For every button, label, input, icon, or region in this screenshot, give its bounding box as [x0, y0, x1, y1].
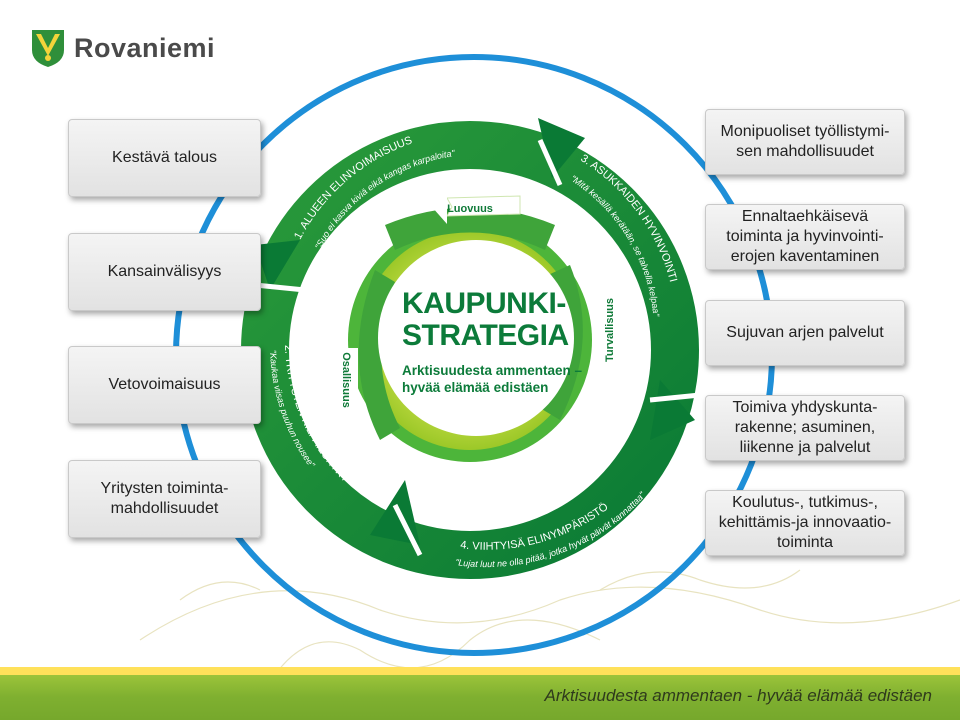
core-circle: [378, 240, 574, 436]
value-arrow-luovuus: [432, 190, 521, 224]
brand-name: Rovaniemi: [74, 32, 216, 63]
left-box-vetovoimaisuus: Vetovoimaisuus: [68, 346, 261, 424]
right-box-sujuvan-arjen: Sujuvan arjen palvelut: [705, 300, 905, 366]
core-subtitle: Arktisuudesta ammentaen – hyvää elämää e…: [402, 363, 583, 395]
right-box-koulutus: Koulutus-, tutkimus-, kehittämis-ja inno…: [705, 490, 905, 556]
outer-green-ring: [241, 121, 699, 579]
ring-separators: [254, 138, 701, 557]
left-box-kestava-talous: Kestävä talous: [68, 119, 261, 197]
left-box-yritysten-toimintamahdollisuudet: Yritysten toiminta- mahdollisuudet: [68, 460, 261, 538]
value-label-luovuus: Luovuus: [447, 203, 493, 215]
left-box-kansainvalisyys: Kansainvälisyys: [68, 233, 261, 311]
right-box-tyollistyminen: Monipuoliset työllistymi- sen mahdollisu…: [705, 109, 905, 175]
value-arrow-turvallisuus: [590, 284, 626, 360]
arrowhead-left-top: [255, 240, 300, 290]
value-label-turvallisuus: Turvallisuus: [604, 298, 616, 362]
value-arrow-osallisuus: [330, 348, 366, 428]
right-box-yhdyskuntarakenne: Toimiva yhdyskunta- rakenne; asuminen, l…: [705, 395, 905, 461]
core-title: KAUPUNKI- STRATEGIA: [402, 287, 569, 352]
coat-of-arms-icon: [32, 30, 64, 67]
footer-tagline: Arktisuudesta ammentaen - hyvää elämää e…: [544, 686, 932, 705]
footer-bar: [0, 667, 960, 720]
rovaniemi-logo: Rovaniemi: [30, 28, 215, 68]
value-label-osallisuus: Osallisuus: [340, 352, 352, 408]
arrowhead-right-bottom: [650, 380, 695, 440]
right-box-ennaltaehkaiseva: Ennaltaehkäisevä toiminta ja hyvinvointi…: [705, 204, 905, 270]
